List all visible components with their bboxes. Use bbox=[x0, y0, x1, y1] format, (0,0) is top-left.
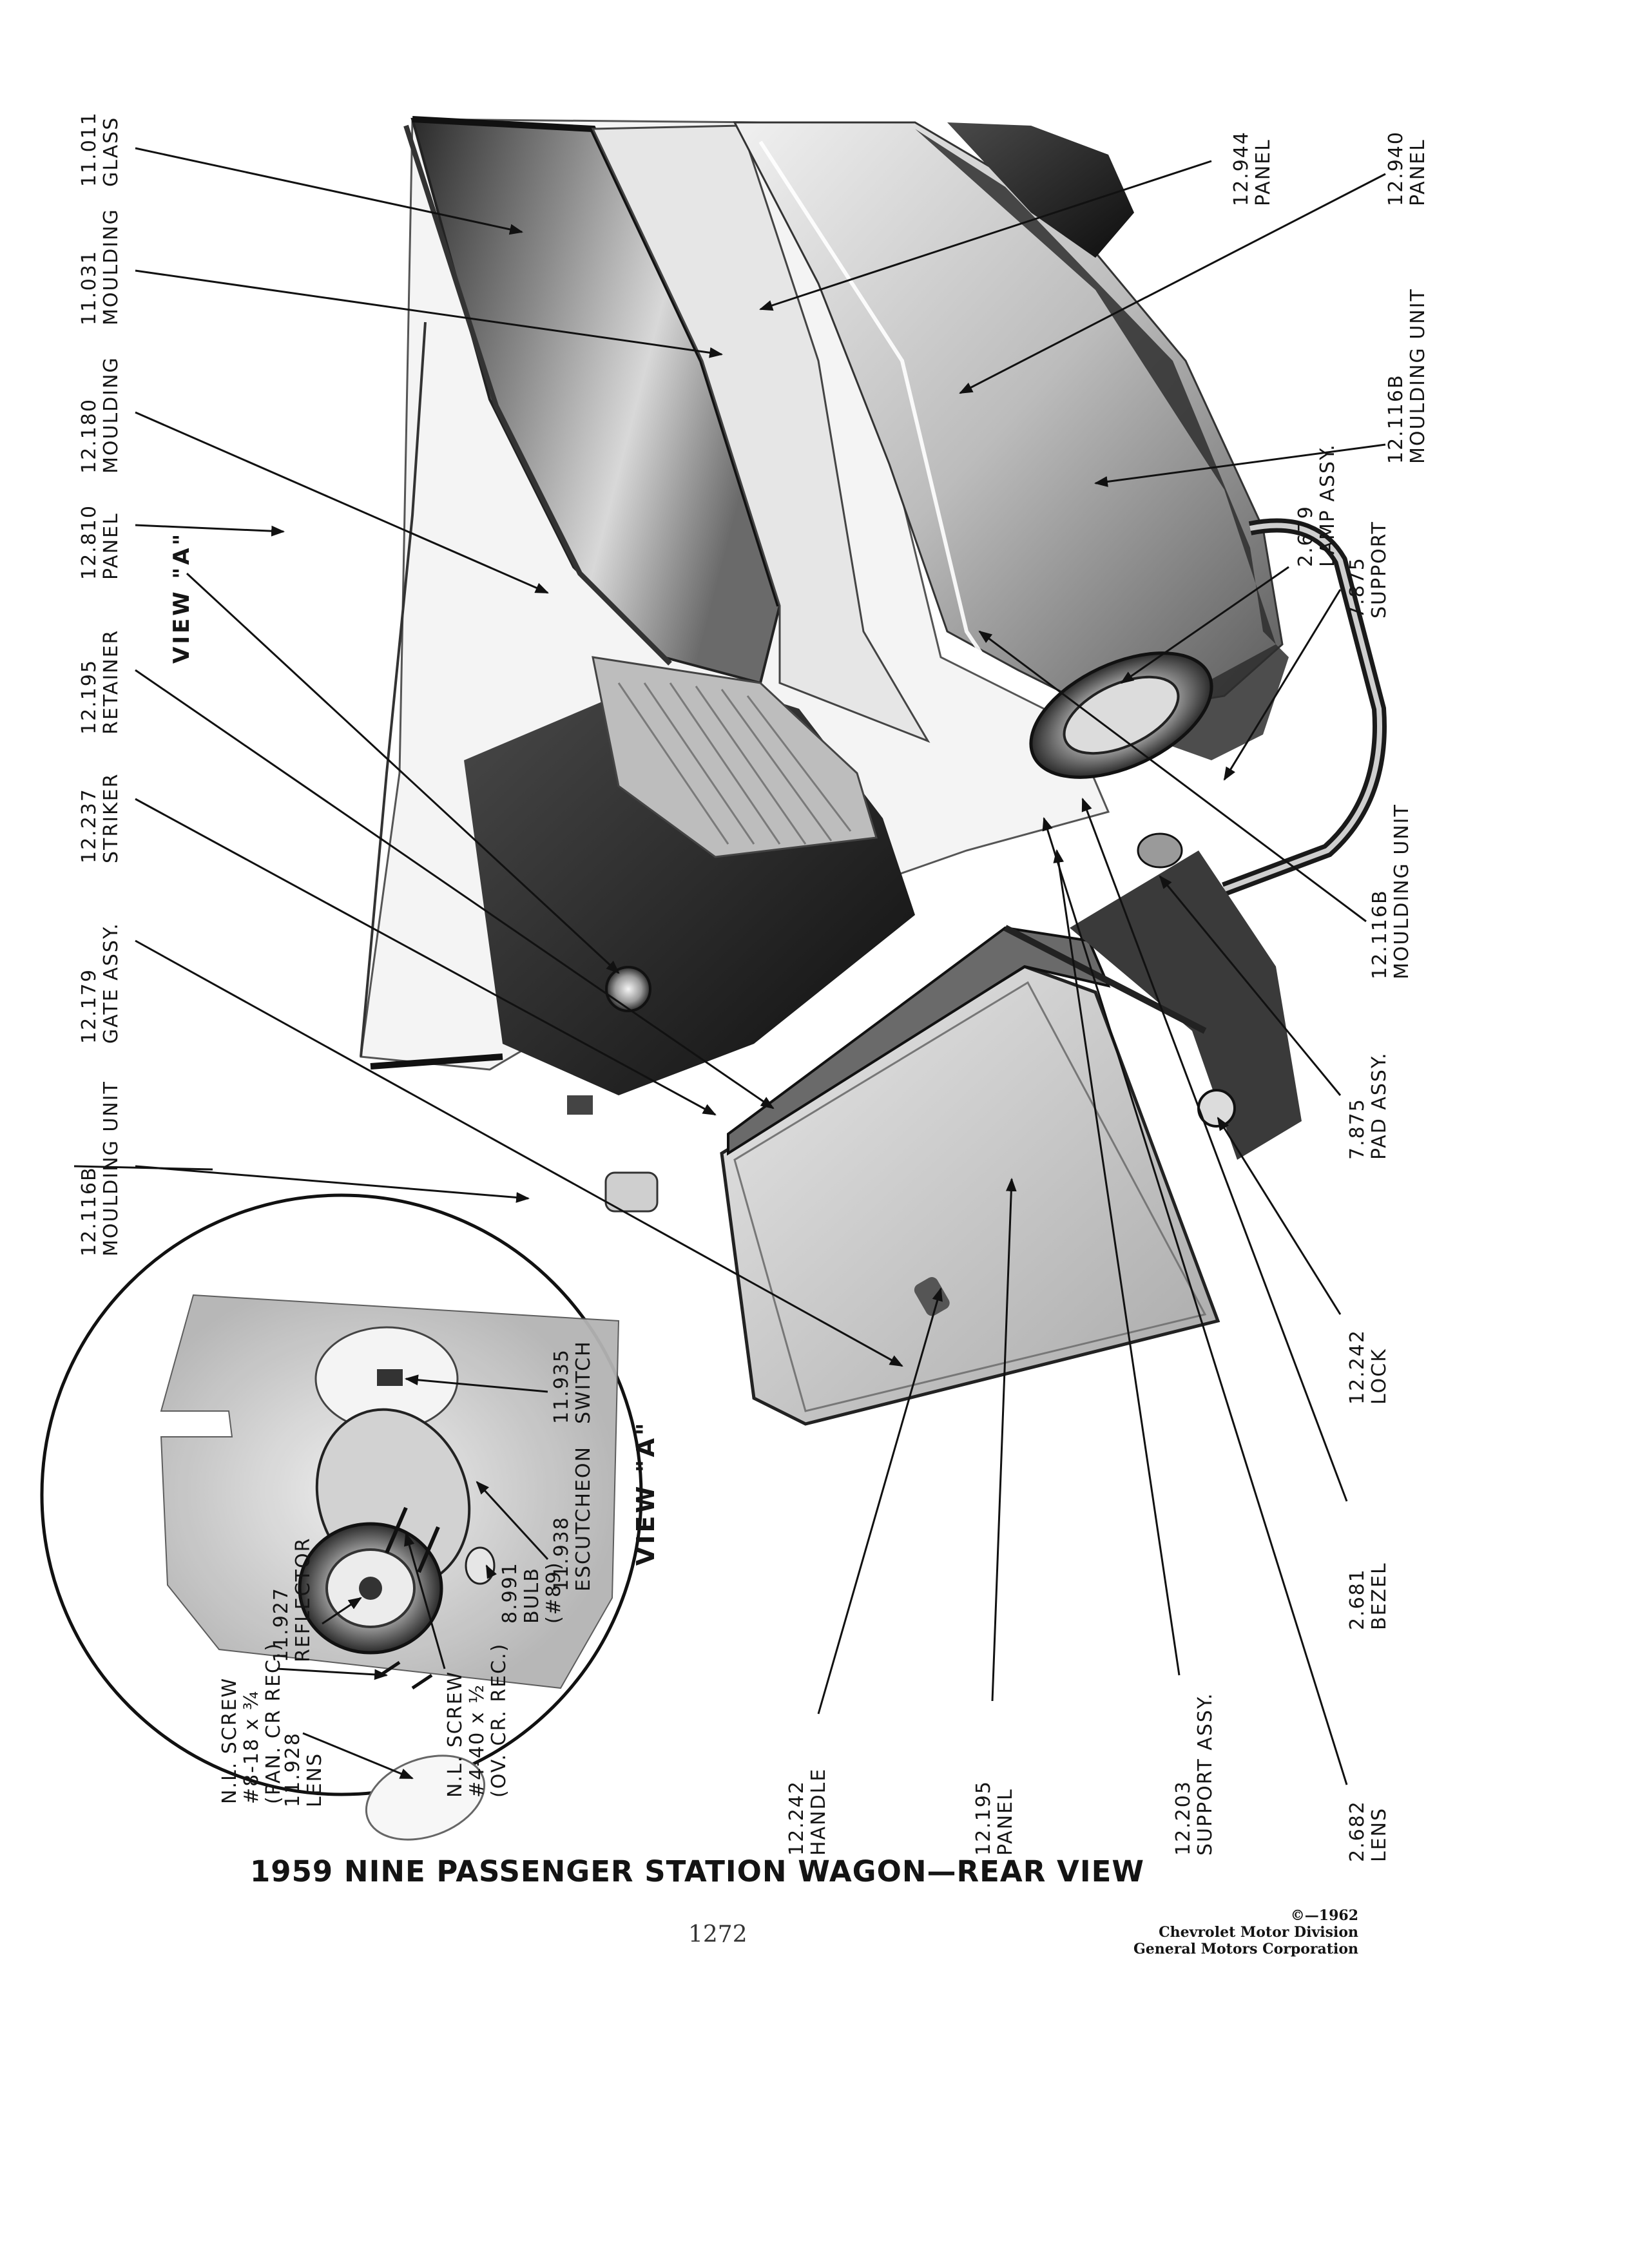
figure-caption: 1959 NINE PASSENGER STATION WAGON—REAR V… bbox=[250, 1854, 1144, 1888]
leader-lines bbox=[73, 147, 1386, 1785]
inset-title: VIEW "A" bbox=[631, 1420, 660, 1566]
car-body bbox=[360, 116, 1387, 1426]
tail-gate bbox=[720, 965, 1220, 1426]
copyright-line: ©—1962 bbox=[1290, 1907, 1358, 1924]
view-a-callout: VIEW "A" bbox=[169, 531, 195, 664]
inset-view-a bbox=[40, 1193, 643, 1841]
inset-leader-lines bbox=[276, 1374, 549, 1780]
inset-label-screw-818: N.L. SCREW#8-18 x ¾(PAN. CR REC.) bbox=[218, 1642, 285, 1804]
copyright-line: Chevrolet Motor Division bbox=[1159, 1924, 1358, 1941]
copyright-line: General Motors Corporation bbox=[1133, 1941, 1358, 1957]
inset-label-screw-440: N.L. SCREW#4-40 x ½(OV. CR. REC.) bbox=[444, 1642, 510, 1798]
page-number: 1272 bbox=[688, 1921, 747, 1948]
copyright-block: ©—1962 Chevrolet Motor Division General … bbox=[1133, 1907, 1358, 1957]
